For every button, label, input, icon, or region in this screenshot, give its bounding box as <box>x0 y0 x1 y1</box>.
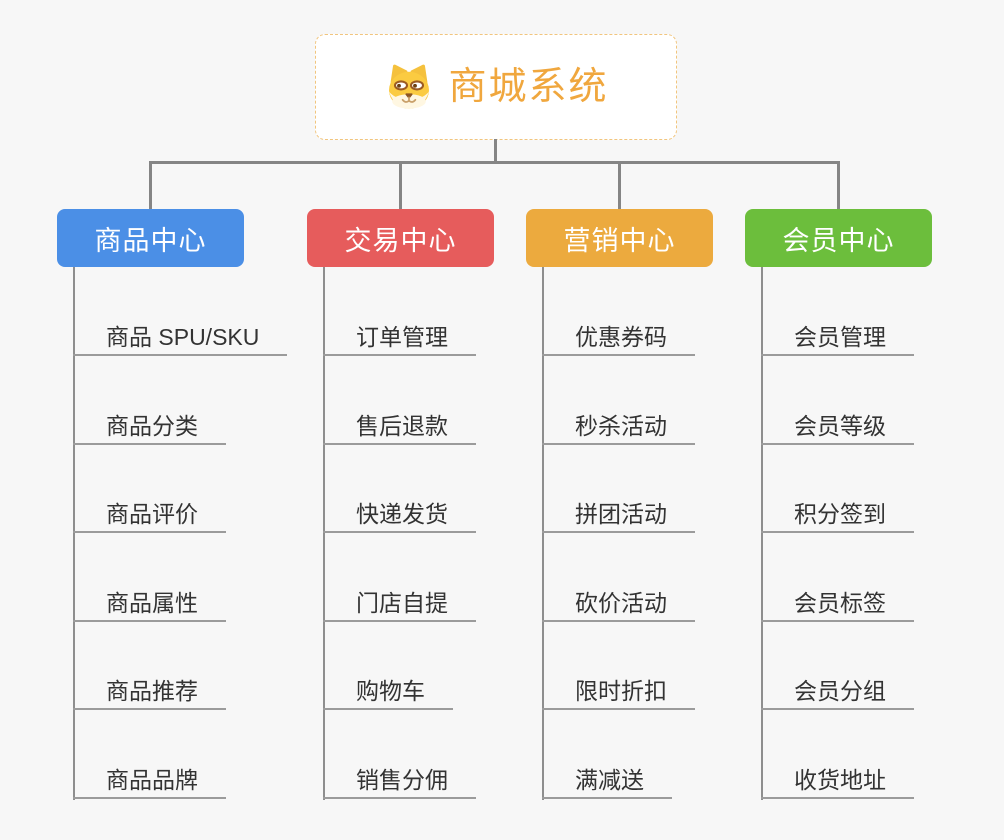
connector-drop-marketing <box>618 161 621 210</box>
branch-trade: 交易中心 订单管理售后退款快递发货门店自提购物车销售分佣 <box>307 0 577 840</box>
branch-trunk-line <box>323 267 325 800</box>
leaf-item[interactable]: 商品属性 <box>73 586 226 622</box>
connector-root-stem <box>494 139 497 163</box>
branch-trunk-line <box>73 267 75 800</box>
leaf-item[interactable]: 商品分类 <box>73 409 226 445</box>
leaf-item[interactable]: 商品评价 <box>73 497 226 533</box>
leaf-item[interactable]: 收货地址 <box>761 763 914 799</box>
branch-products: 商品中心 商品 SPU/SKU 商品分类商品评价商品属性商品推荐商品品牌 <box>57 0 327 840</box>
leaf-item[interactable]: 积分签到 <box>761 497 914 533</box>
leaf-item[interactable]: 拼团活动 <box>542 497 695 533</box>
branch-header-member[interactable]: 会员中心 <box>745 209 932 267</box>
connector-drop-member <box>837 161 840 210</box>
branch-trunk-line <box>761 267 763 800</box>
leaf-item[interactable]: 优惠券码 <box>542 320 695 356</box>
root-title: 商城系统 <box>448 66 609 108</box>
leaf-item[interactable]: 快递发货 <box>323 497 476 533</box>
leaf-item[interactable]: 秒杀活动 <box>542 409 695 445</box>
root-node[interactable]: 商城系统 <box>315 34 677 140</box>
leaf-item[interactable]: 会员标签 <box>761 586 914 622</box>
leaf-item[interactable]: 商品推荐 <box>73 674 226 710</box>
leaf-item[interactable]: 订单管理 <box>323 320 476 356</box>
leaf-item[interactable]: 满减送 <box>542 763 672 799</box>
leaf-item[interactable]: 会员等级 <box>761 409 914 445</box>
branch-marketing: 营销中心 优惠券码秒杀活动拼团活动砍价活动限时折扣满减送 <box>526 0 796 840</box>
leaf-item[interactable]: 会员分组 <box>761 674 914 710</box>
leaf-item[interactable]: 商品品牌 <box>73 763 226 799</box>
leaf-item[interactable]: 售后退款 <box>323 409 476 445</box>
branch-header-marketing[interactable]: 营销中心 <box>526 209 713 267</box>
leaf-item[interactable]: 限时折扣 <box>542 674 695 710</box>
connector-drop-trade <box>399 161 402 210</box>
leaf-item[interactable]: 砍价活动 <box>542 586 695 622</box>
leaf-item[interactable]: 会员管理 <box>761 320 914 356</box>
leaf-item[interactable]: 销售分佣 <box>323 763 476 799</box>
branch-header-products[interactable]: 商品中心 <box>57 209 244 267</box>
leaf-item[interactable]: 购物车 <box>323 674 453 710</box>
leaf-item[interactable]: 门店自提 <box>323 586 476 622</box>
branch-header-trade[interactable]: 交易中心 <box>307 209 494 267</box>
branch-trunk-line <box>542 267 544 800</box>
connector-bus <box>149 161 840 164</box>
dog-face-icon <box>383 63 435 111</box>
branch-member: 会员中心 会员管理会员等级积分签到会员标签会员分组收货地址 <box>745 0 1004 840</box>
leaf-item[interactable]: 商品 SPU/SKU <box>73 320 288 356</box>
connector-drop-products <box>149 161 152 210</box>
